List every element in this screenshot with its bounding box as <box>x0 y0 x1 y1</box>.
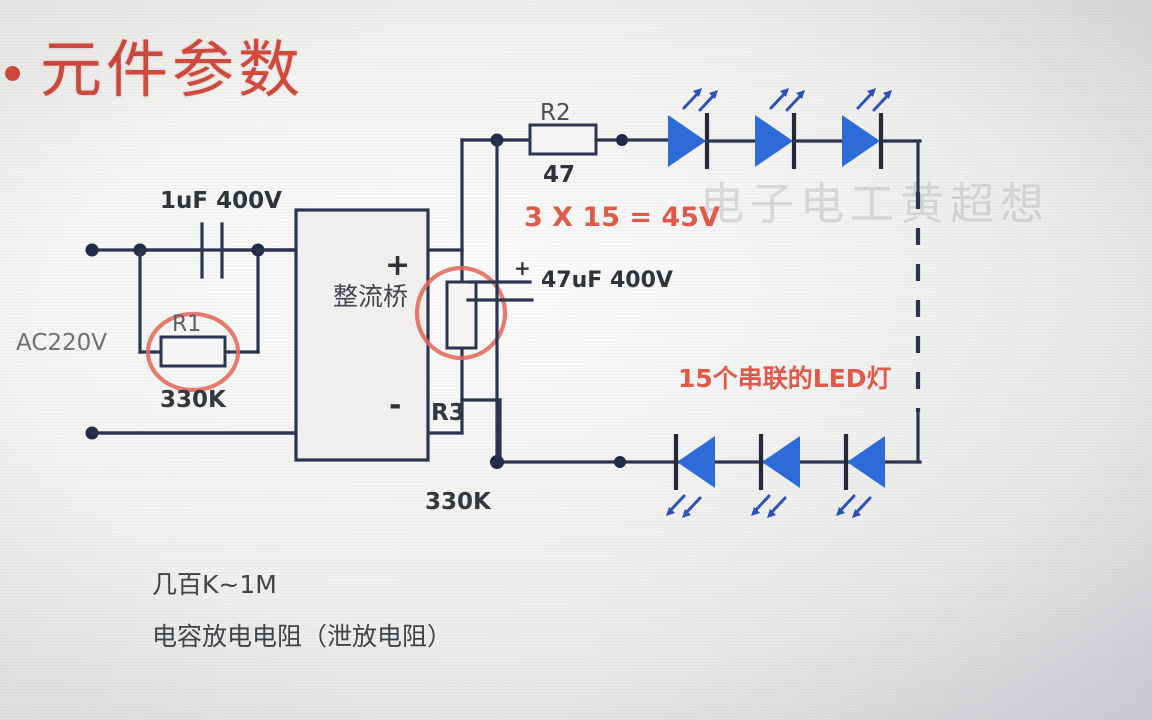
led-bottom-2 <box>751 434 800 518</box>
annotation-circle-r1 <box>145 311 241 393</box>
label-ac-source: AC220V <box>16 330 108 356</box>
annotation-led-chain: 15个串联的LED灯 <box>678 364 892 393</box>
led-top-1 <box>668 88 757 169</box>
led-bottom-3 <box>836 434 885 518</box>
led-top-3 <box>842 88 922 169</box>
led-emission-arrows <box>856 88 892 112</box>
junction-dot <box>490 455 504 469</box>
label-r2-ref: R2 <box>540 100 571 126</box>
page-title-text: 元件参数 <box>40 33 305 106</box>
input-terminal-live <box>85 243 99 257</box>
led-emission-arrows <box>751 494 787 518</box>
label-c2-polarity: + <box>514 256 531 280</box>
bridge-rectifier-body <box>294 208 430 462</box>
note-resistance-range: 几百K~1M <box>152 570 277 599</box>
label-bridge-plus: + <box>385 248 411 283</box>
annotation-voltage-formula: 3 X 15 = 45V <box>524 202 720 233</box>
led-bottom-1 <box>666 434 715 518</box>
led-top-2 <box>755 88 844 169</box>
resistor-r1 <box>138 248 260 368</box>
led-emission-arrows <box>682 88 718 112</box>
label-r1-value: 330K <box>160 387 226 413</box>
label-r3-value: 330K <box>425 489 491 515</box>
resistor-r3 <box>445 280 502 464</box>
label-capacitor-c1: 1uF 400V <box>160 188 282 214</box>
resistor-r2 <box>528 123 670 156</box>
led-emission-arrows <box>836 494 872 518</box>
bridge-rectifier <box>90 138 497 462</box>
junction-dot <box>616 134 628 146</box>
label-r3-ref: R3 <box>431 400 465 426</box>
led-row-top <box>668 88 922 169</box>
label-bridge-minus: - <box>389 388 402 423</box>
label-capacitor-c2: 47uF 400V <box>541 268 673 293</box>
dc-bus <box>466 133 922 469</box>
page-title: 元件参数 <box>0 22 480 112</box>
label-r1-ref: R1 <box>172 312 202 337</box>
junction-dot <box>614 456 626 468</box>
label-r2-value: 47 <box>543 162 576 188</box>
bullet-icon <box>5 66 20 81</box>
led-row-bottom <box>666 434 885 518</box>
led-emission-arrows <box>666 494 702 518</box>
note-bleeder-resistor: 电容放电电阻（泄放电阻） <box>152 622 453 651</box>
resistor-r3-body <box>445 280 478 350</box>
led-emission-arrows <box>769 88 805 112</box>
resistor-r2-body <box>528 123 598 156</box>
annotation-circle-r3 <box>414 265 508 361</box>
resistor-r1-body <box>159 335 227 368</box>
label-bridge-rectifier: 整流桥 <box>333 278 408 315</box>
